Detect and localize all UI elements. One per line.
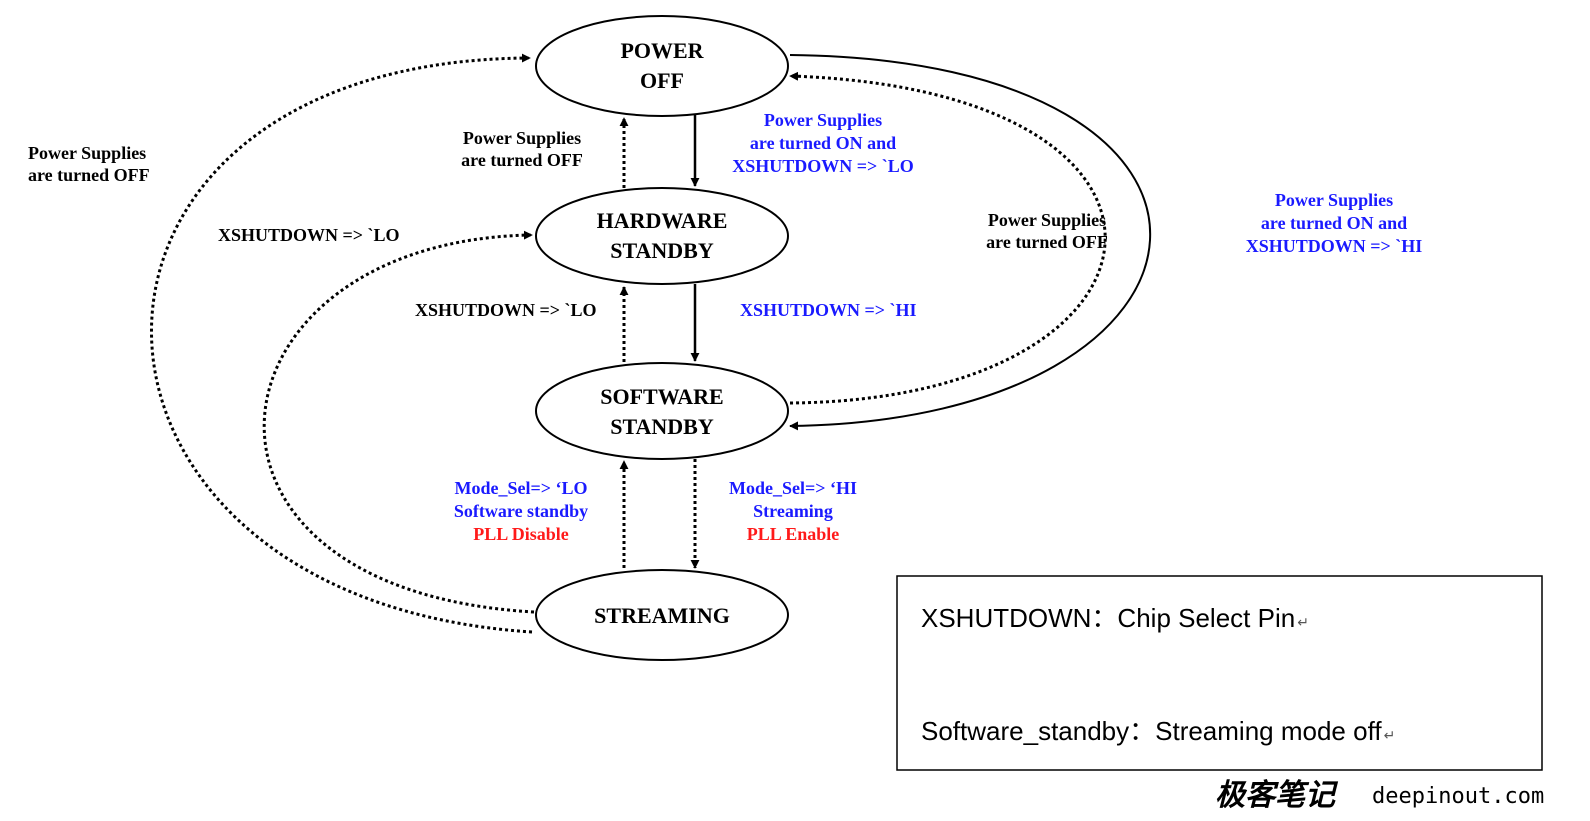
state-software-standby: SOFTWARE STANDBY (535, 362, 789, 460)
state-power-off-line1: POWER (620, 38, 704, 63)
label-sw-to-off-line1: Power Supplies (988, 210, 1106, 230)
watermark-cn: 极客笔记 (1215, 778, 1339, 813)
label-off-to-sw-line1: Power Supplies (1275, 190, 1393, 210)
label-sw-to-off: Power Supplies are turned OFF (986, 210, 1108, 252)
label-sw-to-hw: XSHUTDOWN => `LO (415, 300, 597, 320)
arrow-stream-to-hw (262, 230, 535, 614)
label-stream-to-hw: XSHUTDOWN => `LO (218, 225, 400, 245)
state-streaming-line1: STREAMING (594, 603, 730, 628)
label-sw-to-stream-line1: Mode_Sel=> ‘HI (729, 478, 857, 498)
label-off-to-sw: Power Supplies are turned ON and XSHUTDO… (1246, 190, 1423, 256)
label-sw-to-stream-line3: PLL Enable (747, 524, 840, 544)
arrow-stream-to-off (150, 53, 533, 634)
label-off-to-sw-line3: XSHUTDOWN => `HI (1246, 236, 1423, 256)
state-power-off-line2: OFF (640, 68, 684, 93)
state-power-off: POWER OFF (535, 15, 789, 117)
legend-line-1: XSHUTDOWN：Chip Select Pin↵ (921, 603, 1309, 633)
return-mark-icon: ↵ (1297, 615, 1309, 631)
state-hardware-standby: HARDWARE STANDBY (535, 187, 789, 285)
legend-line-2: Software_standby：Streaming mode off↵ (921, 716, 1395, 746)
label-off-to-hw: Power Supplies are turned ON and XSHUTDO… (732, 110, 914, 176)
watermark: 极客笔记 deepinout.com (1215, 778, 1544, 813)
watermark-en: deepinout.com (1372, 784, 1544, 809)
state-hardware-standby-line1: HARDWARE (597, 208, 728, 233)
label-sw-to-off-line2: are turned OFF (986, 232, 1108, 252)
label-stream-to-sw-line1: Mode_Sel=> ‘LO (454, 478, 587, 498)
label-stream-to-sw-line2: Software standby (454, 501, 588, 521)
label-off-to-hw-line2: are turned ON and (750, 133, 896, 153)
label-off-to-hw-line1: Power Supplies (764, 110, 882, 130)
label-hw-to-sw: XSHUTDOWN => `HI (740, 300, 917, 320)
return-mark-icon: ↵ (1384, 728, 1396, 744)
label-hw-to-off: Power Supplies are turned OFF (461, 128, 583, 170)
label-far-left-off-line2: are turned OFF (28, 165, 150, 185)
state-hardware-standby-line2: STANDBY (610, 238, 714, 263)
legend-box: XSHUTDOWN：Chip Select Pin↵ Software_stan… (896, 575, 1543, 771)
legend-line-2-text: Software_standby：Streaming mode off (921, 716, 1382, 746)
state-software-standby-line1: SOFTWARE (600, 384, 723, 409)
state-streaming: STREAMING (535, 569, 789, 661)
label-stream-to-sw-line3: PLL Disable (473, 524, 569, 544)
label-off-to-sw-line2: are turned ON and (1261, 213, 1407, 233)
label-stream-to-sw: Mode_Sel=> ‘LO Software standby PLL Disa… (454, 478, 588, 544)
arrow-off-to-sw (789, 54, 1152, 431)
label-far-left-off: Power Supplies are turned OFF (28, 143, 150, 185)
label-off-to-hw-line3: XSHUTDOWN => `LO (732, 156, 914, 176)
label-hw-to-off-line1: Power Supplies (463, 128, 581, 148)
label-far-left-off-line1: Power Supplies (28, 143, 146, 163)
arrow-sw-to-off (789, 71, 1107, 405)
label-sw-to-stream-line2: Streaming (753, 501, 833, 521)
label-sw-to-stream: Mode_Sel=> ‘HI Streaming PLL Enable (729, 478, 857, 544)
state-software-standby-line2: STANDBY (610, 414, 714, 439)
legend-line-1-text: XSHUTDOWN：Chip Select Pin (921, 603, 1295, 633)
label-hw-to-off-line2: are turned OFF (461, 150, 583, 170)
